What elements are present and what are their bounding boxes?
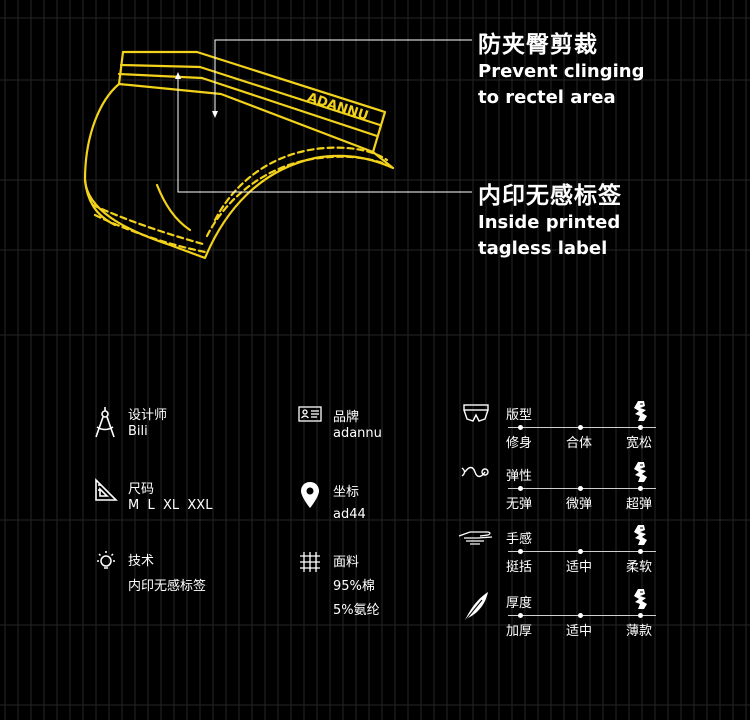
feature-title-cn: 防夹臀剪裁 (478, 32, 598, 58)
scale-tick-label: 微弹 (566, 497, 593, 512)
briefs-illustration: ADANNU (83, 50, 395, 260)
lightbulb-icon (97, 551, 115, 569)
brand-label: 品牌 (333, 410, 360, 425)
scale-tick-label: 修身 (506, 436, 533, 451)
scale-dot (638, 425, 643, 430)
brand-value: adannu (333, 426, 382, 441)
tech-value: 内印无感标签 (128, 579, 207, 594)
scale-tick-label: 薄款 (626, 624, 653, 639)
scale-selected-marker (634, 401, 647, 421)
scale-dot (638, 486, 643, 491)
coordinate-value: ad44 (333, 507, 366, 522)
scale-tick-label: 宽松 (626, 436, 653, 451)
tech-label: 技术 (128, 554, 155, 569)
scale-tick-label: 无弹 (506, 497, 533, 512)
feature-title-en: Prevent clinging (478, 61, 645, 82)
scale-dot (638, 613, 643, 618)
scale-dot (578, 486, 583, 491)
scale-tick-label: 适中 (566, 560, 593, 575)
scale-dot (578, 425, 583, 430)
scale-tick-label: 柔软 (626, 560, 653, 575)
id-card-icon (298, 406, 322, 422)
fabric-value: 95%棉 (333, 579, 375, 594)
location-pin-icon (301, 482, 319, 508)
fabric-value: 5%氨纶 (333, 603, 380, 618)
feature-tagless-label: 内印无感标签 Inside printed tagless label (478, 176, 622, 262)
scale-selected-marker (634, 589, 647, 609)
coordinate-label: 坐标 (333, 485, 360, 500)
scale-dot (518, 486, 523, 491)
scale-dot (638, 549, 643, 554)
scale-label: 弹性 (506, 469, 533, 484)
compass-icon (95, 407, 115, 438)
feature-title-en: to rectel area (478, 87, 616, 108)
designer-value: Bili (128, 424, 148, 439)
size-value: M L XL XXL (128, 498, 213, 513)
scale-label: 版型 (506, 408, 533, 423)
scale-selected-marker (634, 462, 647, 482)
designer-label: 设计师 (128, 408, 168, 423)
feature-title-en: Inside printed (478, 212, 621, 233)
feature-anti-cling: 防夹臀剪裁 Prevent clinging to rectel area (478, 25, 644, 111)
fabric-label: 面料 (333, 555, 360, 570)
briefs-icon (463, 404, 489, 422)
hand-feel-icon (458, 531, 493, 545)
scale-label: 手感 (506, 532, 533, 547)
scale-dot (578, 549, 583, 554)
scale-dot (518, 613, 523, 618)
scale-tick-label: 挺括 (506, 560, 533, 575)
scale-label: 厚度 (506, 596, 533, 611)
scale-tick-label: 合体 (566, 436, 593, 451)
scale-dot (518, 425, 523, 430)
stretch-icon (461, 466, 489, 478)
scale-selected-marker (634, 525, 647, 545)
scale-tick-label: 适中 (566, 624, 593, 639)
feature-title-cn: 内印无感标签 (478, 183, 622, 209)
feather-icon (463, 592, 488, 623)
fabric-grid-icon (300, 552, 320, 572)
size-label: 尺码 (128, 482, 155, 497)
set-square-icon (95, 478, 118, 501)
scale-tick-label: 超弹 (626, 497, 653, 512)
scale-tick-label: 加厚 (506, 624, 533, 639)
feature-title-en: tagless label (478, 238, 608, 259)
scale-dot (578, 613, 583, 618)
scale-dot (518, 549, 523, 554)
